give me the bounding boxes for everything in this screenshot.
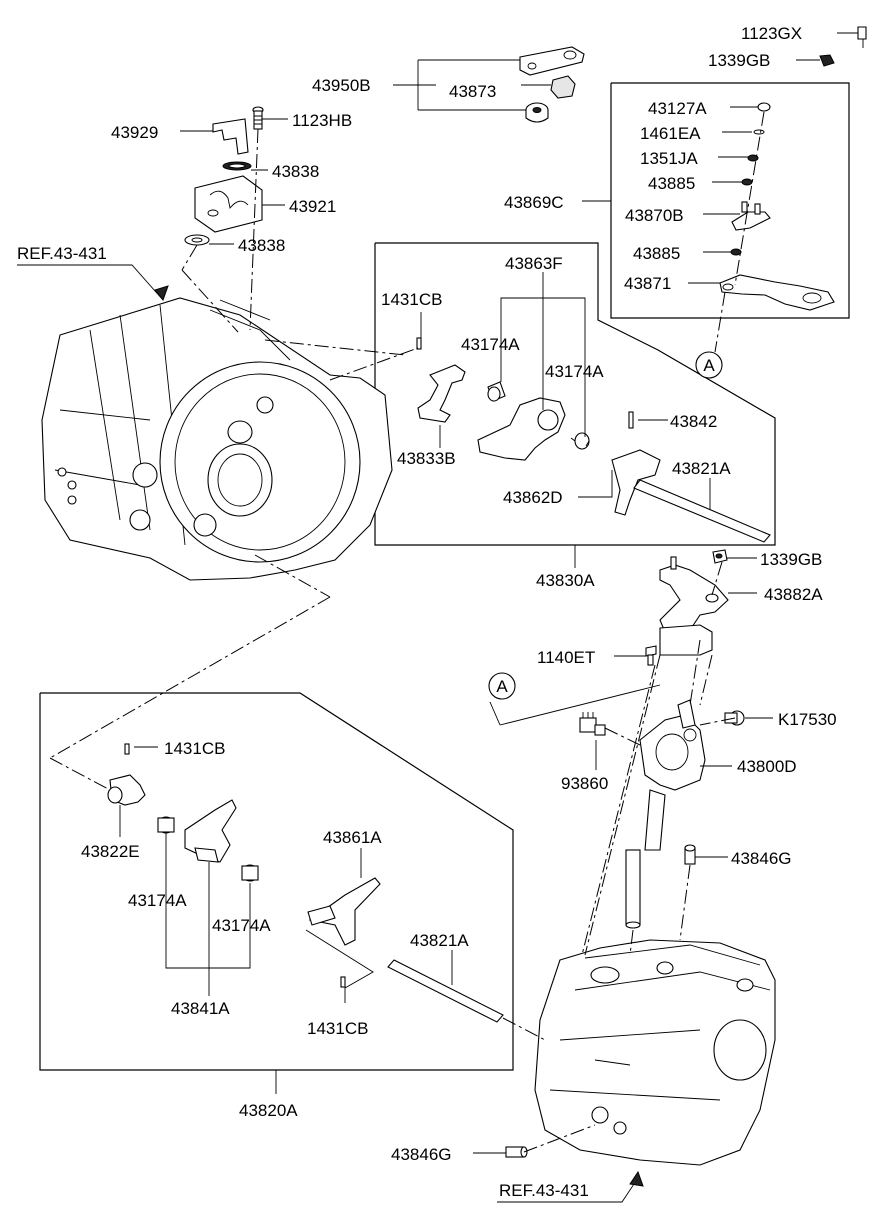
part-43873-bushing [550, 75, 576, 99]
part-43929-clip [212, 118, 249, 155]
label-43174a-d: 43174A [212, 916, 271, 935]
part-1431cb-pin-c [340, 976, 346, 988]
label-43838-b: 43838 [238, 236, 285, 255]
label-43838-a: 43838 [272, 162, 319, 181]
part-43821a-rod-a [633, 479, 771, 543]
label-43885-a: 43885 [648, 174, 695, 193]
callout-a-mid: A [488, 672, 516, 700]
label-43869c: 43869C [504, 193, 564, 212]
part-1339gb-nut-mid [712, 549, 728, 564]
label-43820a: 43820A [239, 1101, 298, 1120]
part-43885-lower [730, 248, 742, 256]
part-k17530-plug [724, 710, 745, 726]
label-43871: 43871 [624, 274, 671, 293]
part-43821a-rod-b [387, 959, 504, 1023]
label-43873: 43873 [449, 82, 496, 101]
part-43882a-bracket [659, 556, 729, 633]
part-1123hb-bolt [252, 106, 264, 130]
part-43846g-pin-lower [505, 1146, 528, 1158]
part-43882a-boot [659, 624, 713, 656]
label-43863f: 43863F [505, 254, 563, 273]
label-43821a-b: 43821A [410, 931, 469, 950]
part-43174a-bushing-c [157, 816, 175, 834]
label-43921: 43921 [289, 197, 336, 216]
label-43833b: 43833B [397, 449, 456, 468]
label-1339gb-top: 1339GB [708, 51, 770, 70]
label-43174a-a: 43174A [461, 335, 520, 354]
callout-a-top-label: A [703, 356, 715, 375]
label-43882a: 43882A [764, 585, 823, 604]
part-43800d-shift-assembly [625, 699, 706, 929]
label-43885-b: 43885 [633, 244, 680, 263]
part-43127a [757, 102, 771, 112]
part-43174a-bushing-d [241, 864, 259, 882]
leader-lines [17, 26, 867, 1203]
part-43841a-fork [184, 799, 237, 863]
label-43830a: 43830A [536, 571, 595, 590]
part-43871-lever [719, 274, 835, 311]
label-43174a-b: 43174A [545, 362, 604, 381]
label-43870b: 43870B [625, 206, 684, 225]
label-1431cb-b: 1431CB [164, 739, 225, 758]
label-1123gx: 1123GX [741, 24, 802, 43]
label-1339gb-mid: 1339GB [760, 550, 822, 569]
label-1431cb-a: 1431CB [381, 290, 442, 309]
part-43885-upper [741, 178, 753, 186]
part-labels: 1123GX 1339GB 43950B 43873 43929 1123HB … [17, 24, 837, 1200]
label-43846g-a: 43846G [731, 849, 792, 868]
part-93860-switch [579, 712, 606, 736]
part-43950b-bushing [525, 102, 549, 123]
label-1351ja: 1351JA [640, 149, 698, 168]
label-k17530: K17530 [778, 710, 837, 729]
part-43174a-bushing-b [570, 432, 590, 450]
part-43861a-fork [307, 877, 381, 946]
part-43921-plate [194, 175, 263, 233]
label-43841a: 43841A [171, 999, 230, 1018]
part-43174a-bushing-a [487, 381, 506, 402]
label-43800d: 43800D [737, 757, 797, 776]
label-43861a: 43861A [323, 828, 382, 847]
group-box-43820a [39, 692, 514, 1071]
label-1461ea: 1461EA [640, 124, 701, 143]
label-43929: 43929 [111, 123, 158, 142]
label-43842: 43842 [670, 412, 717, 431]
label-43174a-c: 43174A [128, 891, 187, 910]
part-43846g-pin-upper [684, 844, 696, 865]
part-43870b-lever [731, 201, 771, 231]
part-1140et-bolt [645, 645, 657, 666]
part-43873-plate [519, 46, 585, 76]
part-1351ja [747, 154, 759, 162]
part-1431cb-pin-b [124, 743, 130, 755]
label-43862d: 43862D [503, 488, 563, 507]
part-43862d-fork [611, 449, 661, 516]
label-ref-bottom: REF.43-431 [499, 1181, 589, 1200]
part-43838-washer-upper [222, 161, 252, 171]
part-43838-washer-lower [184, 234, 210, 246]
group-box-43869c [610, 82, 850, 319]
transaxle-housing-left [41, 297, 393, 581]
label-43821a-a: 43821A [672, 459, 731, 478]
callout-a-top: A [695, 351, 723, 379]
label-43950b: 43950B [312, 76, 371, 95]
part-1461ea [753, 129, 765, 135]
callout-a-mid-label: A [496, 677, 508, 696]
label-1140et: 1140ET [537, 648, 595, 667]
label-43822e: 43822E [81, 842, 140, 861]
part-43863f-fork [477, 397, 566, 461]
label-43127a: 43127A [648, 99, 707, 118]
part-43833b-bracket [417, 364, 466, 423]
part-43842-pin [628, 411, 634, 429]
label-ref-top: REF.43-431 [17, 244, 107, 263]
label-1123hb: 1123HB [292, 111, 352, 130]
group-box-43830a [374, 242, 776, 546]
transaxle-housing-right [534, 939, 776, 1166]
label-1431cb-c: 1431CB [307, 1019, 368, 1038]
label-43846g-b: 43846G [391, 1145, 452, 1164]
assembly-dashed-lines [49, 128, 736, 1153]
part-1431cb-pin-a [416, 337, 422, 350]
label-93860: 93860 [561, 774, 608, 793]
part-43822e-fork-head [107, 774, 146, 806]
